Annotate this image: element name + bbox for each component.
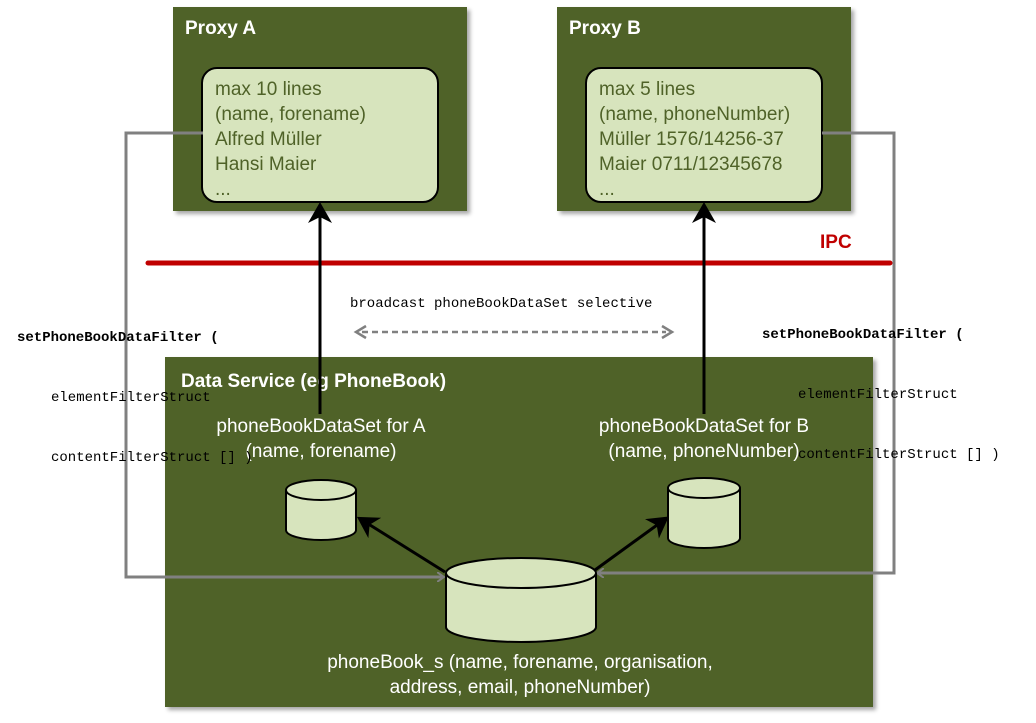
left-filter-call-fn: setPhoneBookDataFilter ( — [17, 330, 219, 346]
source-store-cylinder — [445, 557, 597, 643]
ipc-label: IPC — [820, 232, 852, 253]
broadcast-arrow-right-head — [661, 324, 675, 340]
left-filter-call-arg: contentFilterStruct [] ) — [51, 450, 253, 466]
right-filter-call-arg: contentFilterStruct [] ) — [798, 447, 1000, 463]
source-store-line: address, email, phoneNumber) — [389, 677, 651, 698]
right-filter-call-fn: setPhoneBookDataFilter ( — [762, 327, 964, 343]
proxy-a-line: (name, forename) — [215, 104, 367, 125]
dataset-b-line: (name, phoneNumber) — [608, 441, 800, 462]
data-service-panel: Data Service (eg PhoneBook) — [165, 357, 873, 707]
proxy-b-line: max 5 lines — [599, 79, 696, 100]
left-filter-call: setPhoneBookDataFilter ( elementFilterSt… — [17, 288, 253, 488]
arrow-to-dataset-b — [594, 516, 669, 572]
proxy-a-line: ... — [215, 179, 231, 200]
dataset-a-line: (name, forename) — [245, 441, 397, 462]
proxy-b-line: ... — [599, 179, 615, 200]
dataset-a-cylinder — [285, 479, 357, 541]
dataset-b-label: phoneBookDataSet for B (name, phoneNumbe… — [560, 414, 848, 464]
broadcast-arrow-left-head — [353, 324, 367, 340]
dataset-a-line: phoneBookDataSet for A — [216, 416, 426, 437]
dataset-a-label: phoneBookDataSet for A (name, forename) — [180, 414, 462, 464]
right-filter-connector — [598, 131, 896, 573]
proxy-b-content: max 5 lines (name, phoneNumber) Müller 1… — [585, 67, 823, 203]
dataset-b-cylinder — [667, 477, 741, 549]
proxy-a-title: Proxy A — [185, 18, 257, 39]
proxy-b-panel: Proxy B max 5 lines (name, phoneNumber) … — [557, 7, 851, 211]
arrow-to-dataset-a — [356, 516, 446, 574]
right-filter-call: setPhoneBookDataFilter ( elementFilterSt… — [762, 285, 1000, 485]
right-filter-call-arg: elementFilterStruct — [798, 387, 958, 403]
dataset-b-line: phoneBookDataSet for B — [598, 416, 810, 437]
proxy-b-title: Proxy B — [569, 18, 641, 39]
proxy-a-line: max 10 lines — [215, 79, 322, 100]
data-service-title: Data Service (eg PhoneBook) — [181, 371, 447, 392]
source-store-line: phoneBook_s (name, forename, organisatio… — [327, 652, 713, 673]
left-filter-connector — [124, 131, 443, 577]
proxy-b-line: Maier 0711/12345678 — [599, 154, 783, 175]
proxy-a-line: Alfred Müller — [215, 129, 322, 150]
proxy-a-line: Hansi Maier — [215, 154, 317, 175]
source-store-label: phoneBook_s (name, forename, organisatio… — [270, 650, 770, 700]
proxy-b-line: (name, phoneNumber) — [599, 104, 791, 125]
proxy-a-panel: Proxy A max 10 lines (name, forename) Al… — [173, 7, 467, 211]
proxy-a-content: max 10 lines (name, forename) Alfred Mül… — [201, 67, 439, 203]
proxy-b-line: Müller 1576/14256-37 — [599, 129, 784, 150]
left-filter-call-arg: elementFilterStruct — [51, 390, 211, 406]
broadcast-label: broadcast phoneBookDataSet selective — [350, 296, 653, 312]
